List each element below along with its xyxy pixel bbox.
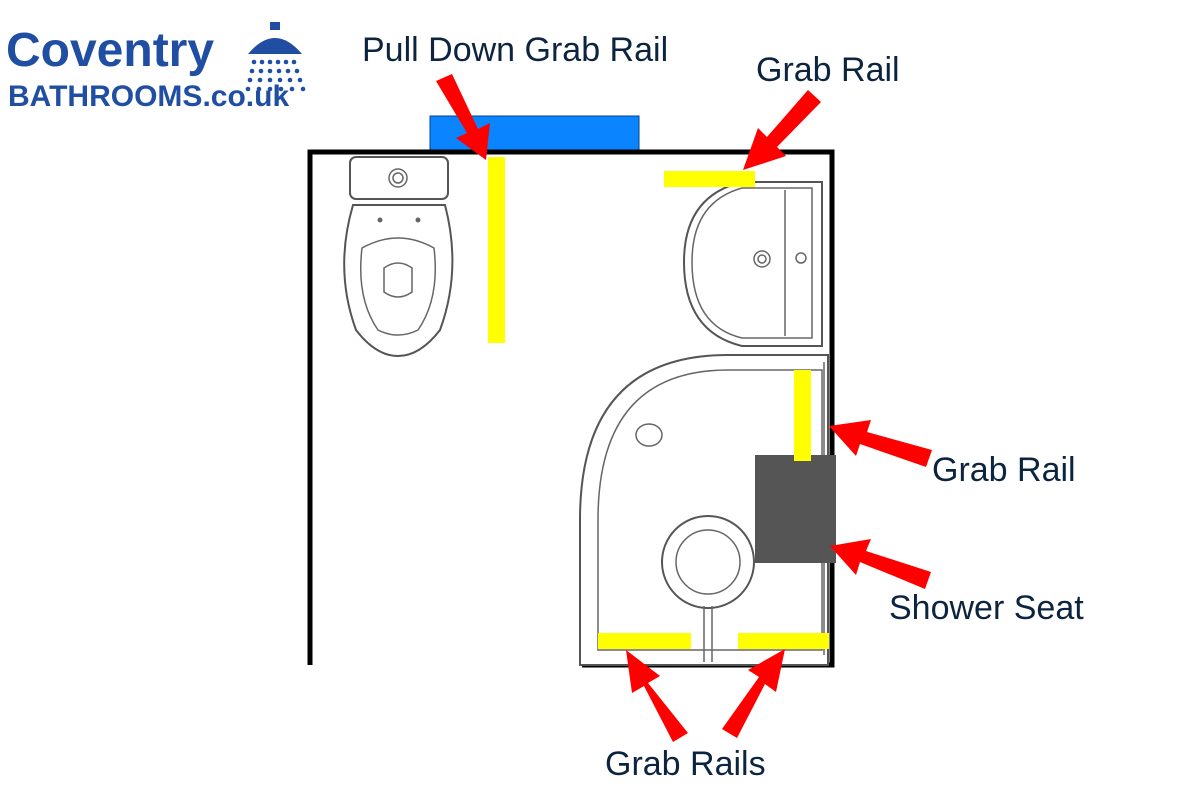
arrow-shower-seat (830, 539, 931, 589)
shower-side-grab-rail (794, 370, 811, 461)
logo-line-domain: .co.uk (202, 80, 289, 113)
arrow-pull-down-grab-rail (436, 74, 490, 160)
pull-down-grab-rail (488, 157, 505, 343)
shower-bottom-grab-rail-right (738, 633, 829, 649)
logo-line-coventry: Coventry (6, 24, 214, 77)
label-grab-rails-bottom: Grab Rails (605, 745, 766, 783)
arrow-grab-rail-top (743, 90, 821, 170)
shower-bottom-grab-rail-left (598, 633, 691, 649)
basin-grab-rail (664, 171, 755, 187)
label-pull-down-grab-rail: Pull Down Grab Rail (362, 31, 668, 69)
label-grab-rail-top: Grab Rail (756, 51, 900, 89)
shower-head-icon (245, 22, 306, 92)
label-shower-seat: Shower Seat (889, 589, 1084, 627)
callout-arrows (436, 74, 932, 742)
shower-seat (755, 455, 836, 563)
label-grab-rail-side: Grab Rail (932, 451, 1076, 489)
arrow-grab-rail-bottom-right (722, 649, 785, 738)
logo-line-bathrooms: BATHROOMS.co.uk (8, 80, 289, 113)
logo-line-bathrooms-text: BATHROOMS (8, 80, 202, 113)
company-logo: Coventry BATHROOMS.co.uk (6, 22, 306, 113)
toilet (343, 156, 454, 358)
shower-tray (579, 354, 829, 666)
grab-rails (488, 157, 829, 649)
wash-basin (682, 181, 823, 347)
arrow-grab-rail-bottom-left (626, 650, 688, 742)
arrow-grab-rail-side (829, 420, 932, 467)
